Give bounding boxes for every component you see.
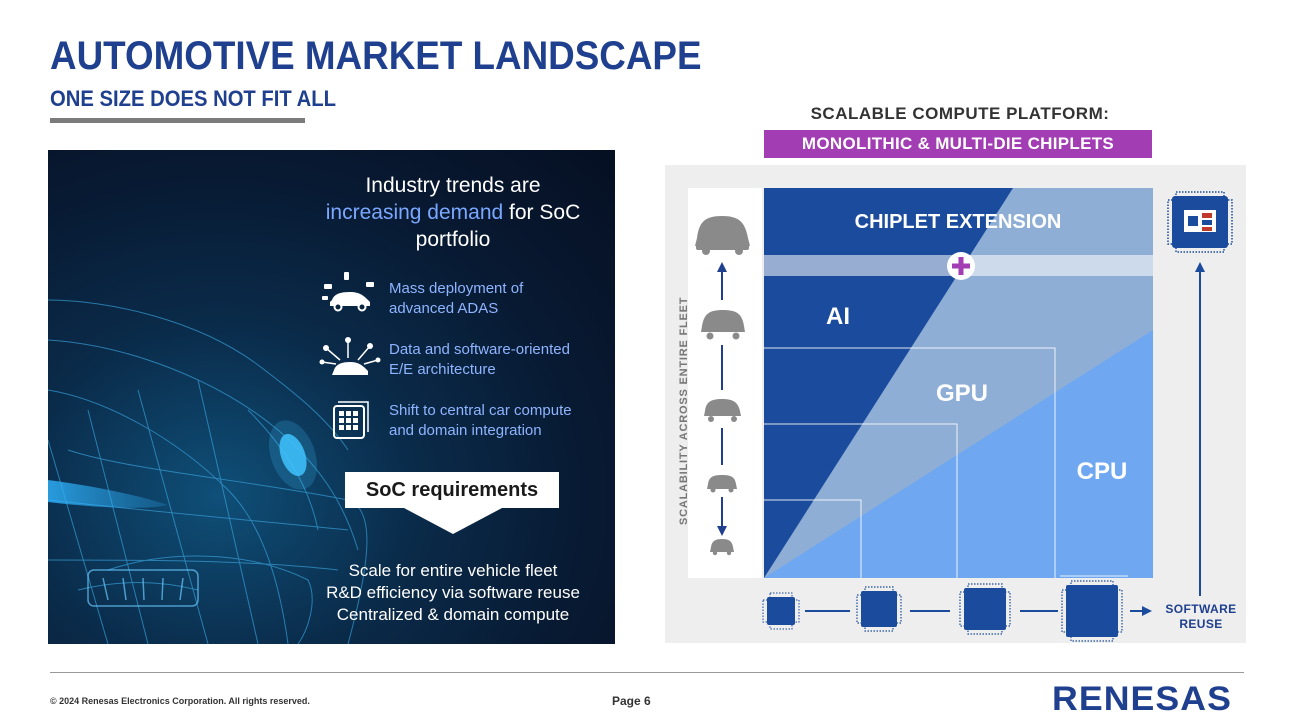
requirement-item: R&D efficiency via software reuse <box>326 583 580 602</box>
car-icon <box>710 539 734 556</box>
requirement-item: Scale for entire vehicle fleet <box>348 561 558 580</box>
ai-region <box>764 188 1013 578</box>
copyright-text: © 2024 Renesas Electronics Corporation. … <box>50 696 310 706</box>
chiplet-extension-label: CHIPLET EXTENSION <box>855 211 1062 233</box>
software-reuse-line2: REUSE <box>1179 617 1223 631</box>
cpu-label: CPU <box>1077 458 1128 485</box>
car-icon <box>695 216 750 255</box>
car-icon <box>707 475 737 493</box>
software-reuse-line1: SOFTWARE <box>1165 602 1237 616</box>
arrow-up-icon <box>1195 262 1205 272</box>
trend-item-central-compute: Shift to central car compute and domain … <box>389 401 604 441</box>
trends-heading-line2: increasing demand for SoC <box>303 199 603 226</box>
page-title: AUTOMOTIVE MARKET LANDSCAPE <box>50 34 702 78</box>
tier-outline <box>764 499 862 578</box>
trend-adas-line1: Mass deployment of <box>389 280 524 297</box>
chip-grid-icon <box>333 401 369 439</box>
car-sensors-icon <box>322 272 374 312</box>
trend-item-adas: Mass deployment of advanced ADAS <box>389 279 604 319</box>
trend-central-line2: and domain integration <box>389 422 542 439</box>
trend-ee-line1: Data and software-oriented <box>389 341 570 358</box>
ai-label: AI <box>826 303 850 330</box>
requirements-list: Scale for entire vehicle fleet R&D effic… <box>288 560 615 626</box>
renesas-logo: RENESAS <box>1052 680 1232 718</box>
trend-ee-line2: E/E architecture <box>389 361 496 378</box>
platform-title: SCALABLE COMPUTE PLATFORM: <box>810 104 1110 123</box>
trend-central-line1: Shift to central car compute <box>389 402 572 419</box>
fleet-scale-arrow <box>717 262 727 536</box>
footer-divider <box>50 672 1244 673</box>
trends-heading-line3: portfolio <box>415 228 491 251</box>
trend-adas-line2: advanced ADAS <box>389 300 499 317</box>
requirement-item: Centralized & domain compute <box>336 605 570 624</box>
plus-icon <box>952 257 970 275</box>
software-reuse-label: SOFTWARE REUSE <box>1156 602 1246 632</box>
trends-heading-highlight: increasing demand <box>325 201 504 224</box>
trend-item-ee-architecture: Data and software-oriented E/E architect… <box>389 340 604 380</box>
trends-heading-line1: Industry trends are <box>365 174 541 197</box>
industry-trends-panel: Industry trends are increasing demand fo… <box>48 150 615 644</box>
trends-heading: Industry trends are increasing demand fo… <box>303 172 603 253</box>
chip-row <box>762 580 1152 642</box>
chip-icon-xlarge <box>1061 580 1123 642</box>
car-icon <box>704 399 741 422</box>
car-icon <box>701 310 745 340</box>
gpu-label: GPU <box>936 380 988 407</box>
page-number: Page 6 <box>612 694 651 708</box>
title-divider <box>50 118 305 123</box>
tier-outline <box>764 423 958 578</box>
trends-heading-rest: for SoC <box>503 201 581 224</box>
tier-outline <box>764 347 1056 578</box>
chip-icon-large <box>959 583 1011 635</box>
fleet-cars <box>695 216 750 556</box>
chip-icon-small <box>762 592 800 630</box>
platform-subtitle-banner: MONOLITHIC & MULTI-DIE CHIPLETS <box>764 130 1152 158</box>
connected-car-icon <box>319 337 381 375</box>
wireframe-car-image <box>48 299 368 644</box>
soc-requirements-box: SoC requirements <box>345 472 559 508</box>
fleet-column <box>688 188 762 578</box>
y-axis-label: SCALABILITY ACROSS ENTIRE FLEET <box>678 296 690 525</box>
page-subtitle: ONE SIZE DOES NOT FIT ALL <box>50 86 336 111</box>
chip-icon-medium <box>856 586 902 632</box>
multi-die-chip-icon <box>1167 191 1233 253</box>
arrow-down-icon <box>404 508 502 534</box>
